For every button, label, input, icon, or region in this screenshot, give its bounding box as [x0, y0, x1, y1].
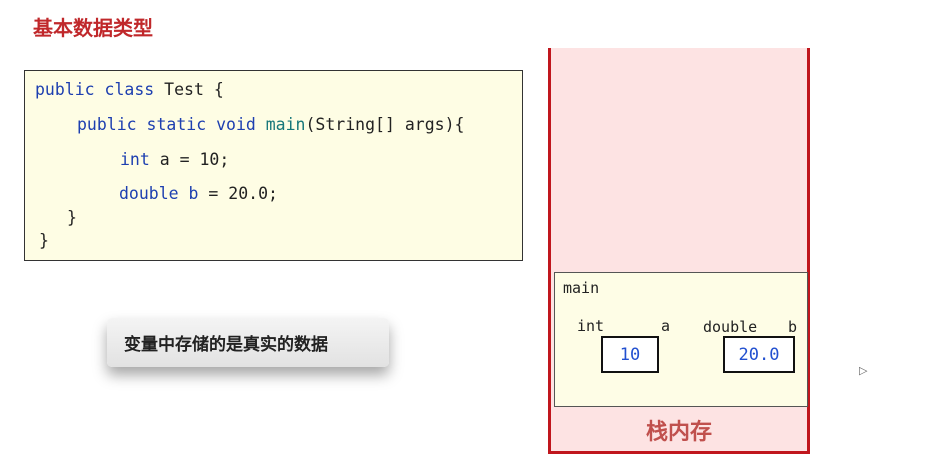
- code-token: double b: [119, 184, 199, 203]
- var-type-a: int: [577, 317, 605, 335]
- frame-name: main: [563, 279, 600, 297]
- var-value-a: 10: [601, 336, 659, 373]
- var-type-b: double: [703, 318, 758, 336]
- code-token: int: [120, 150, 150, 169]
- code-line-3: int a = 10;: [120, 150, 229, 169]
- code-token: a = 10;: [149, 150, 230, 169]
- var-value-b: 20.0: [723, 336, 795, 373]
- stack-memory-label: 栈内存: [645, 420, 712, 445]
- code-token: (String[] args){: [305, 115, 465, 134]
- code-token: Test {: [154, 80, 224, 99]
- code-token: [256, 115, 266, 134]
- code-line-1: public class Test {: [35, 80, 224, 99]
- code-line-5: }: [67, 208, 77, 227]
- main-stack-frame: main int a double b 10 20.0: [554, 272, 808, 407]
- var-name-a: a: [661, 317, 671, 335]
- var-name-b: b: [788, 318, 798, 336]
- callout-note: 变量中存储的是真实的数据: [107, 318, 389, 367]
- slide-title: 基本数据类型: [33, 16, 153, 40]
- code-token: public static void: [77, 115, 256, 134]
- code-line-4: double b = 20.0;: [119, 184, 278, 203]
- code-line-6: }: [39, 231, 49, 250]
- code-token: main: [265, 115, 306, 134]
- mouse-cursor-icon: ▷: [859, 364, 868, 377]
- code-token: = 20.0;: [198, 184, 278, 203]
- code-block: public class Test { public static void m…: [24, 70, 523, 261]
- code-token: public class: [35, 80, 155, 99]
- callout-text: 变量中存储的是真实的数据: [124, 335, 328, 355]
- code-line-2: public static void main(String[] args){: [77, 115, 464, 134]
